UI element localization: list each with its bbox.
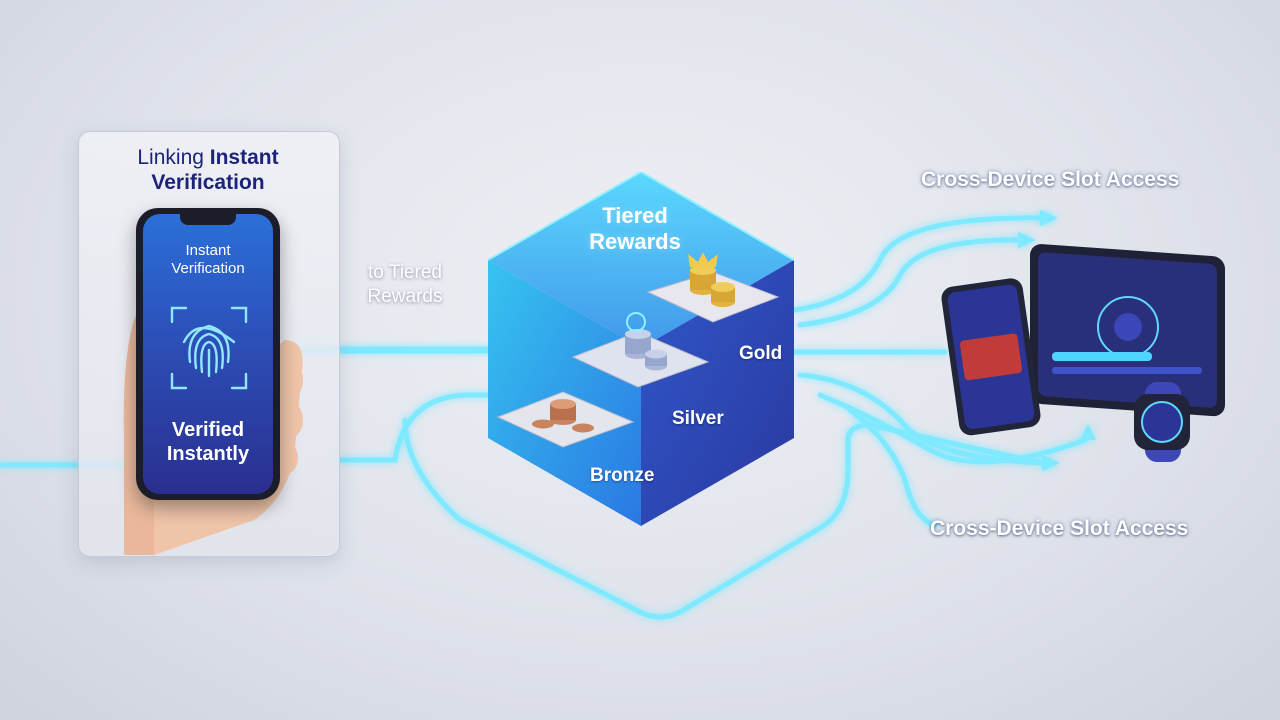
arrow-up1 [1040, 210, 1058, 226]
flow-bottom-loop [402, 417, 1053, 620]
phone-notch [180, 213, 236, 225]
card-title-bold-1: Instant [209, 146, 279, 169]
smartwatch-device [1134, 382, 1190, 462]
bronze-coins [532, 399, 594, 433]
connector-label-line1: to Tiered [368, 262, 442, 283]
tier-label-silver: Silver [672, 408, 724, 429]
fingerprint-icon [170, 306, 248, 390]
screen-status-line1: Verified [171, 419, 245, 441]
cube-right-face [641, 260, 794, 526]
devices-illustration [941, 244, 1225, 462]
gold-coins [688, 252, 735, 307]
card-title-light: Linking [137, 146, 210, 169]
connector-label-line2: Rewards [367, 286, 443, 307]
flow-right-down2 [847, 407, 938, 528]
arrow-down1 [1042, 455, 1060, 471]
tablet-device [1030, 244, 1225, 417]
flow-loop [335, 392, 493, 463]
cube-title: Tiered Rewards [580, 203, 690, 255]
silver-step [571, 331, 710, 388]
silver-coins [625, 312, 667, 371]
small-phone-device [941, 278, 1041, 436]
screen-heading-line1: Instant [185, 242, 231, 259]
screen-status-line2: Instantly [166, 443, 250, 465]
flow-right-up1 [792, 215, 1053, 313]
tier-label-bronze: Bronze [590, 465, 655, 486]
screen-heading: Instant Verification [143, 242, 273, 278]
flow-right-down1 [797, 372, 1053, 466]
card-title-bold-2: Verification [151, 171, 265, 194]
flow-right-curve [817, 392, 1088, 465]
arrow-up-right [1080, 424, 1096, 440]
cube-title-line2: Rewards [589, 229, 681, 254]
screen-status: Verified Instantly [143, 418, 273, 466]
cube-title-line1: Tiered [602, 203, 668, 228]
card-title: Linking Instant Verification [78, 145, 338, 195]
rewards-cube [488, 172, 794, 526]
arrow-up2 [1018, 232, 1036, 248]
connector-label: to Tiered Rewards [345, 261, 465, 309]
screen-heading-line2: Verification [171, 260, 245, 277]
flow-right-up2 [797, 237, 1028, 328]
tier-label-gold: Gold [739, 343, 783, 364]
access-label-bottom: Cross-Device Slot Access [930, 517, 1189, 540]
access-label-top: Cross-Device Slot Access [921, 168, 1180, 191]
